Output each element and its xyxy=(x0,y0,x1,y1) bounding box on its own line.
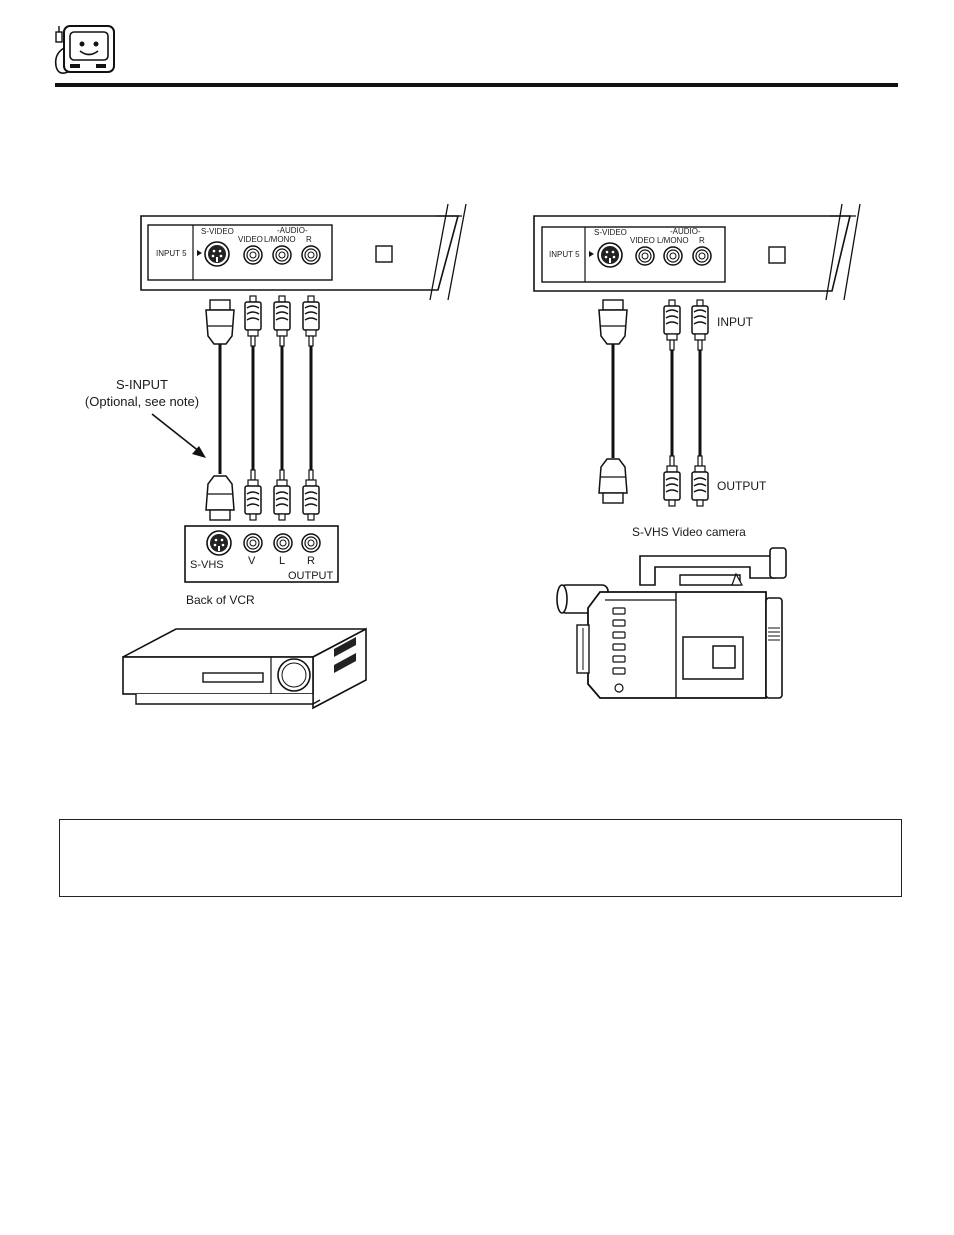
s-input-callout: S-INPUT xyxy=(116,377,168,392)
left-tv-panel: INPUT 5 S-VIDEO -AUDIO- VIDEO L/MONO R xyxy=(140,203,467,301)
input5-label: INPUT 5 xyxy=(156,249,187,258)
vcr-output-panel: S-VHS V L R OUTPUT xyxy=(184,525,339,583)
vcr-caption: Back of VCR xyxy=(186,593,255,607)
audio-l-jack xyxy=(272,245,292,265)
left-cables xyxy=(205,295,320,521)
video-jack xyxy=(243,245,263,265)
vcr-icon xyxy=(122,627,367,710)
r-output-label: R xyxy=(307,555,315,567)
lmono-label-right: L/MONO xyxy=(657,236,689,245)
tv-mascot-icon xyxy=(54,25,115,74)
r-label: R xyxy=(306,235,312,244)
input-label-right: INPUT xyxy=(717,315,754,329)
panel-square-icon xyxy=(375,245,393,263)
camera-caption: S-VHS Video camera xyxy=(632,525,746,539)
callout-arrow-icon xyxy=(151,413,206,458)
video-label: VIDEO xyxy=(238,235,263,244)
video-camera-icon xyxy=(556,547,787,699)
panel-square-icon-right xyxy=(768,246,786,264)
svideo-jack xyxy=(204,241,230,267)
svideo-label: S-VIDEO xyxy=(201,227,234,236)
s-input-note: (Optional, see note) xyxy=(85,394,199,409)
l-label: L xyxy=(279,555,285,567)
v-label: V xyxy=(248,555,256,567)
note-box xyxy=(59,819,902,897)
input5-label-right: INPUT 5 xyxy=(549,250,580,259)
lmono-label: L/MONO xyxy=(264,235,296,244)
right-tv-panel: INPUT 5 S-VIDEO -AUDIO- VIDEO L/MONO R xyxy=(533,203,861,301)
audio-label: -AUDIO- xyxy=(277,226,308,235)
r-label-right: R xyxy=(699,236,705,245)
header-rule xyxy=(55,83,898,87)
output-label-right: OUTPUT xyxy=(717,479,767,493)
video-label-right: VIDEO xyxy=(630,236,655,245)
output-label: OUTPUT xyxy=(288,570,334,582)
right-cables xyxy=(598,299,709,507)
svhs-label: S-VHS xyxy=(190,559,224,571)
audio-r-jack xyxy=(301,245,321,265)
svideo-label-right: S-VIDEO xyxy=(594,228,627,237)
audio-label-right: -AUDIO- xyxy=(670,227,701,236)
